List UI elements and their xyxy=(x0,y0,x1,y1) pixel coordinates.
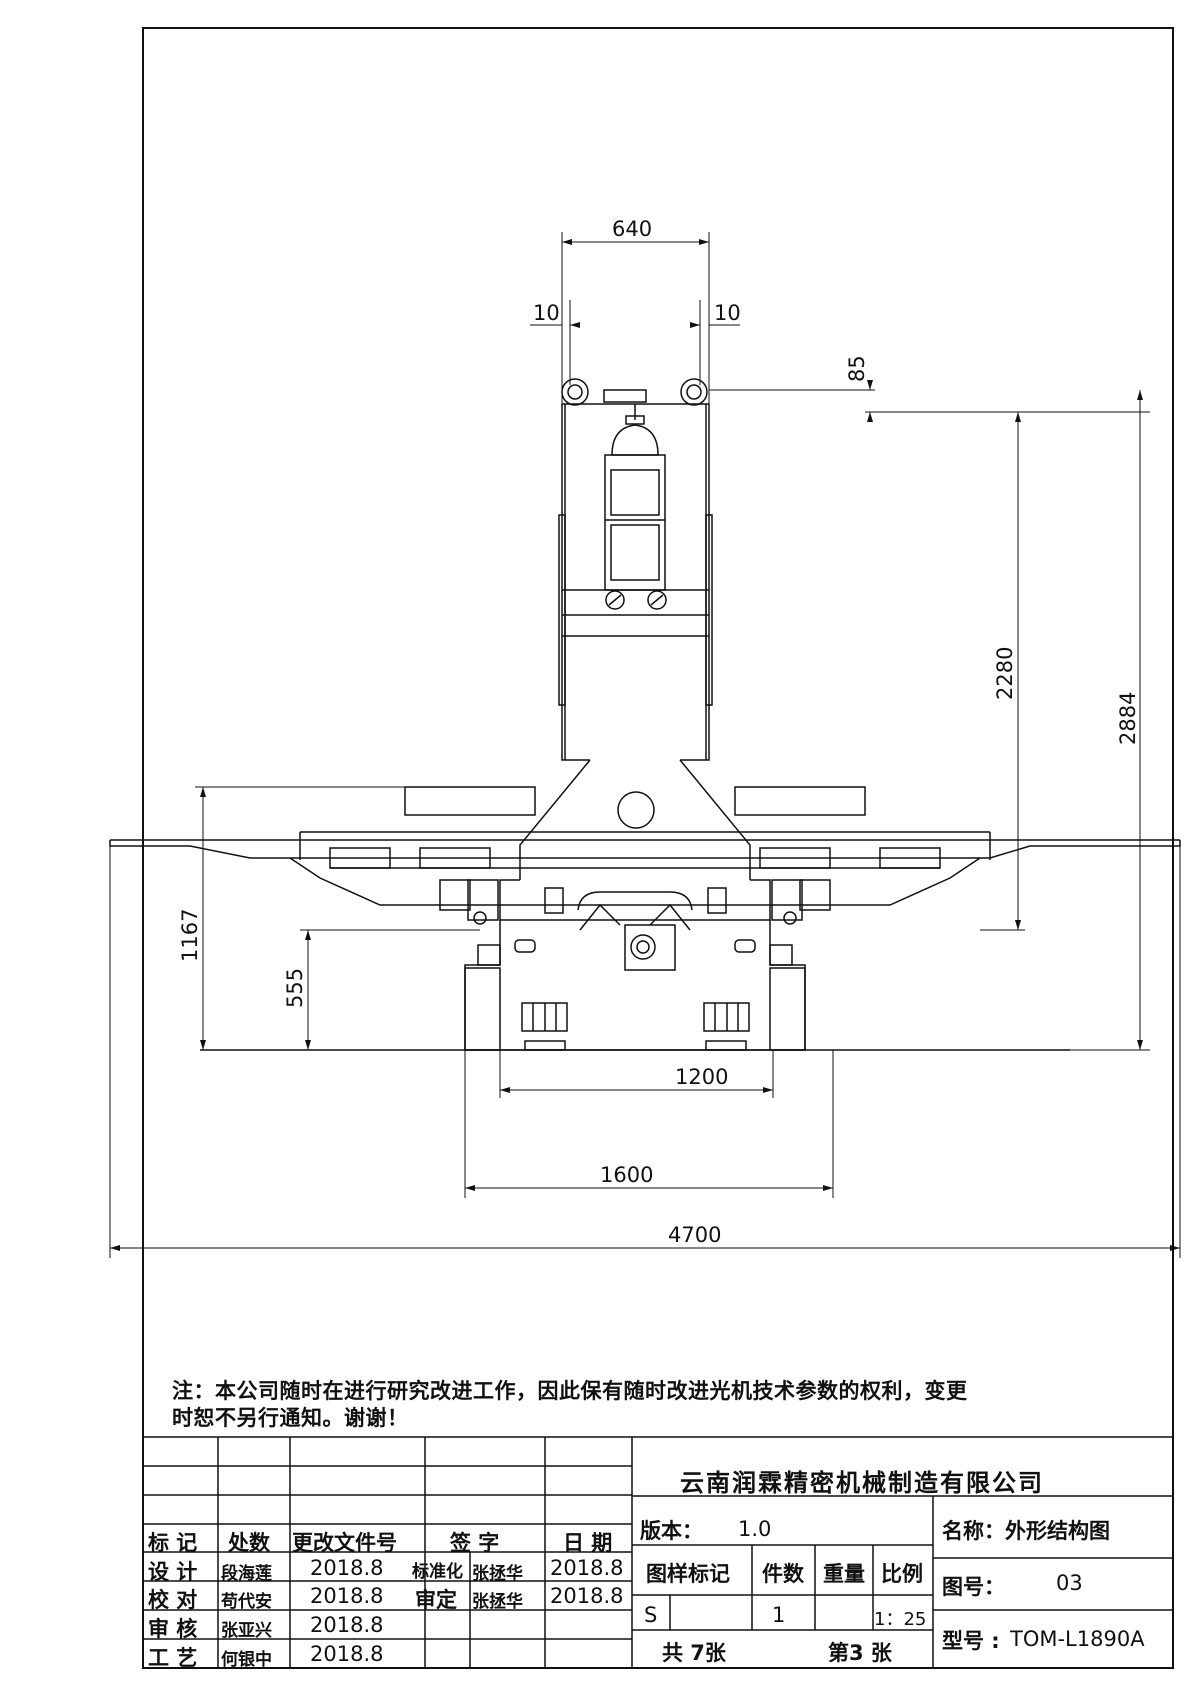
machine-front-view xyxy=(109,378,1181,1051)
dim-1167: 1167 xyxy=(178,909,202,962)
dim-1600: 1600 xyxy=(600,1163,653,1187)
title-block-grid xyxy=(142,1436,1174,1669)
dim-85: 85 xyxy=(845,355,869,382)
dim-10-right: 10 xyxy=(714,301,741,325)
dim-4700: 4700 xyxy=(668,1223,721,1247)
dim-2280: 2280 xyxy=(993,647,1017,700)
dim-10-left: 10 xyxy=(533,301,560,325)
note-line-2: 时恕不另行通知。谢谢！ xyxy=(172,1406,409,1430)
dim-2884: 2884 xyxy=(1116,692,1140,745)
revision-note: 注：本公司随时在进行研究改进工作，因此保有随时改进光机技术参数的权利，变更 时恕… xyxy=(172,1378,1162,1432)
dimension-lines xyxy=(109,232,1181,1258)
dim-1200: 1200 xyxy=(675,1065,728,1089)
note-line-1: 注：本公司随时在进行研究改进工作，因此保有随时改进光机技术参数的权利，变更 xyxy=(172,1379,968,1403)
dim-640: 640 xyxy=(612,217,652,241)
dim-555: 555 xyxy=(283,968,307,1008)
